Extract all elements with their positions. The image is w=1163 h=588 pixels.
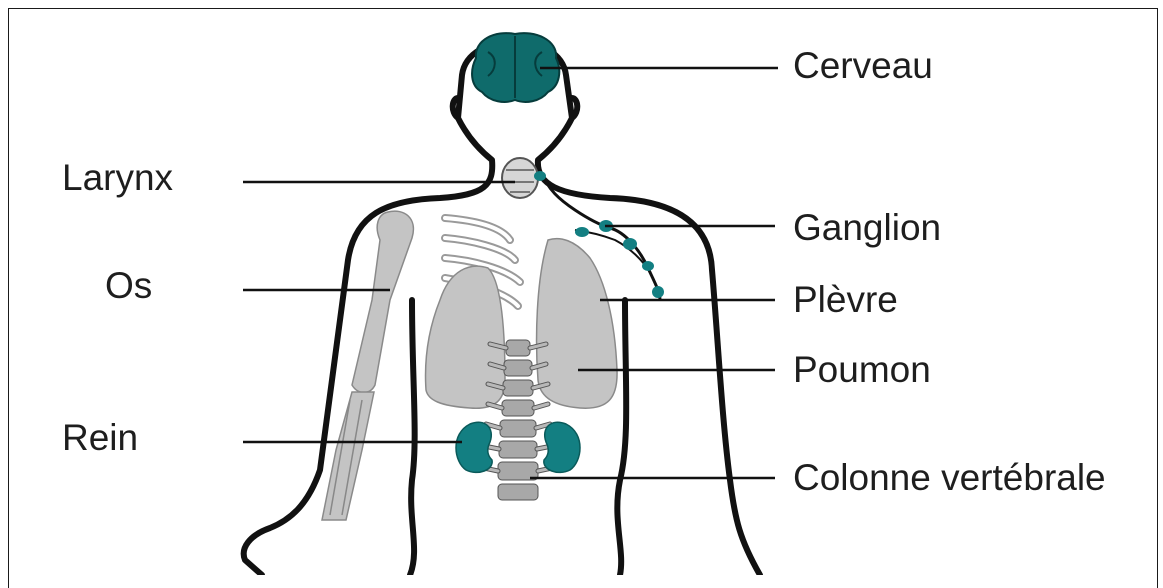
label-colonne: Colonne vertébrale — [793, 457, 1106, 498]
label-plevre: Plèvre — [793, 279, 898, 320]
label-os: Os — [105, 265, 152, 306]
body-diagram: Cerveau Larynx Ganglion Os Plèvre Poumon… — [0, 0, 1163, 575]
label-poumon: Poumon — [793, 349, 931, 390]
spine-icon — [484, 340, 552, 500]
diagram-stage: Cerveau Larynx Ganglion Os Plèvre Poumon… — [0, 0, 1163, 575]
larynx-icon — [502, 158, 538, 198]
label-larynx: Larynx — [62, 157, 174, 198]
label-ganglion: Ganglion — [793, 207, 941, 248]
label-cerveau: Cerveau — [793, 45, 933, 86]
label-rein: Rein — [62, 417, 138, 458]
